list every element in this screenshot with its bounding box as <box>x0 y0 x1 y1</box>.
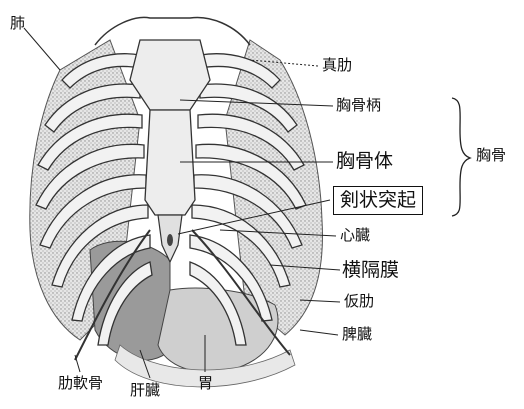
label-diaphragm: 横隔膜 <box>342 261 399 280</box>
label-false-ribs: 仮肋 <box>344 294 374 309</box>
label-true-ribs: 真肋 <box>322 58 352 73</box>
label-xiphoid: 剣状突起 <box>333 186 423 215</box>
label-heart: 心臓 <box>340 228 370 243</box>
label-sternum-body: 胸骨体 <box>336 152 393 171</box>
xiphoid-foramen <box>167 234 173 246</box>
label-sternum: 胸骨 <box>476 148 506 163</box>
label-liver: 肝臓 <box>130 383 160 398</box>
label-lung: 肺 <box>10 16 25 31</box>
label-stomach: 胃 <box>198 376 213 391</box>
label-manubrium: 胸骨柄 <box>336 98 381 113</box>
sternum-bracket <box>452 98 470 216</box>
manubrium-shape <box>130 40 210 110</box>
label-spleen: 脾臓 <box>342 327 372 342</box>
label-costal-cartilage: 肋軟骨 <box>58 376 103 391</box>
